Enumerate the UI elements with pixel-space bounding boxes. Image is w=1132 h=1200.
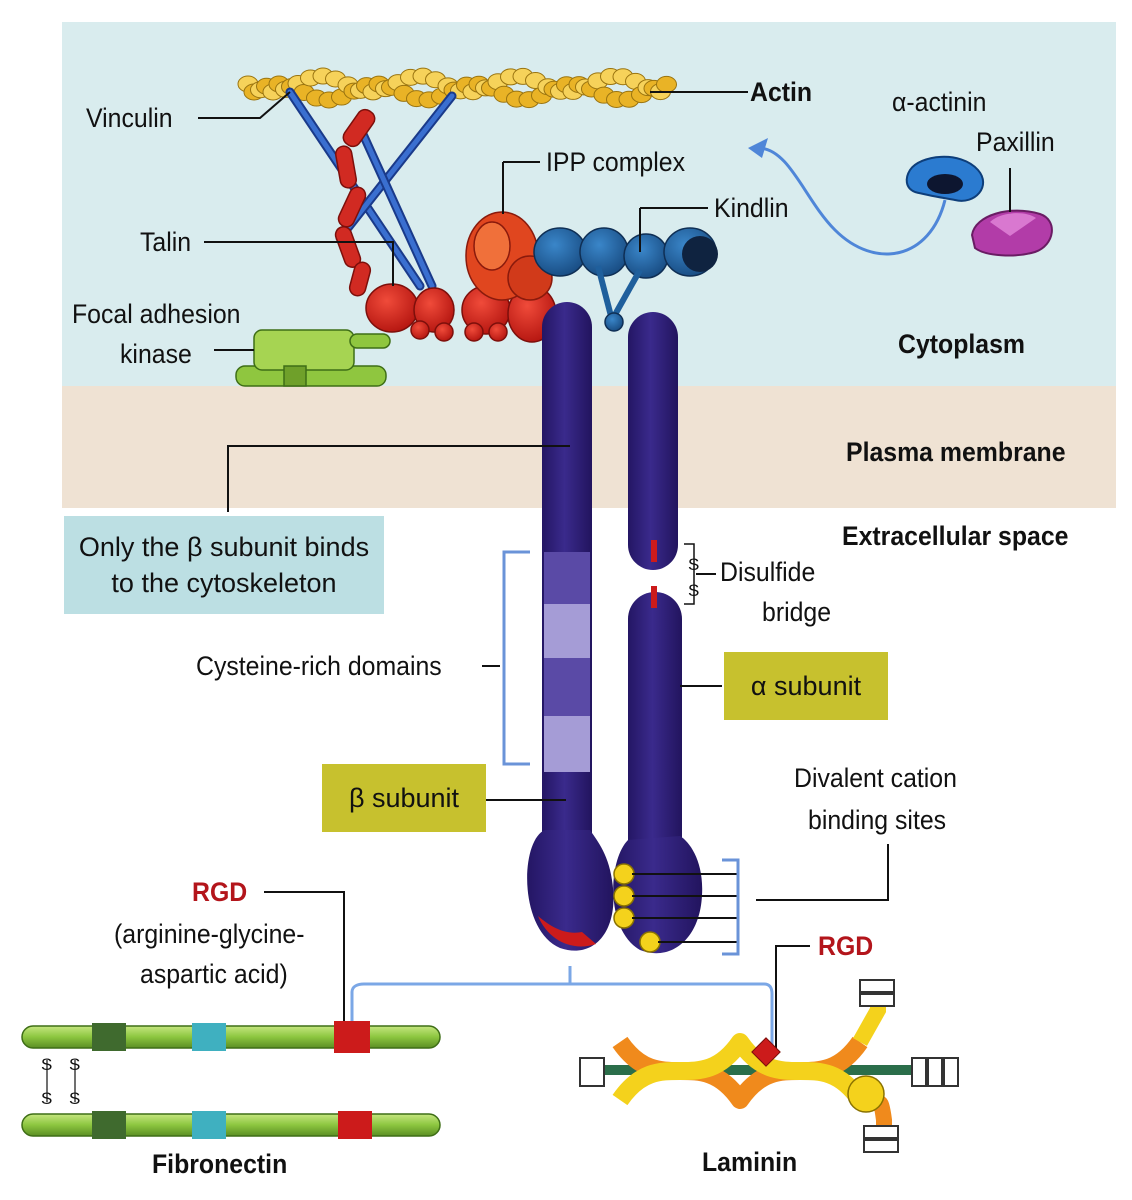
recruitment-arrow <box>759 146 947 256</box>
alpha-actinin-shape <box>905 155 985 202</box>
beta-note-line2: to the cytoskeleton <box>111 568 337 598</box>
alpha-subunit-box: α subunit <box>724 652 888 720</box>
cation-site-lines <box>632 873 738 943</box>
disulfide-label-line2: bridge <box>762 597 832 627</box>
fn-ss-2b: S <box>69 1089 81 1108</box>
beta-subunit-box: β subunit <box>322 764 486 832</box>
recruitment-arrowhead <box>748 138 768 158</box>
paxillin-label: Paxillin <box>976 127 1055 157</box>
beta-subunit-label: β subunit <box>348 782 460 813</box>
divalent-label-line2: binding sites <box>808 805 947 835</box>
fn-ss-2a: S <box>69 1055 81 1074</box>
fn-ss-1b: S <box>41 1089 53 1108</box>
disulfide-connector <box>684 543 695 605</box>
rgd-desc-line2: aspartic acid) <box>140 959 288 989</box>
cytoplasm-label: Cytoplasm <box>898 329 1026 359</box>
cysteine-label: Cysteine-rich domains <box>196 651 442 681</box>
actin-label: Actin <box>750 77 813 107</box>
talin-label: Talin <box>140 227 192 257</box>
divalent-label-line1: Divalent cation <box>794 763 957 793</box>
cysteine-bracket <box>502 550 530 766</box>
kindlin-label: Kindlin <box>714 193 789 223</box>
rgd-desc-line1: (arginine-glycine- <box>114 919 305 949</box>
plasma-membrane-label: Plasma membrane <box>846 437 1066 467</box>
extracellular-space-label: Extracellular space <box>842 521 1069 551</box>
fak-label-line2: kinase <box>120 339 192 369</box>
cysteine-rich-bands <box>544 552 590 772</box>
fibronectin <box>21 1021 441 1139</box>
cation-bracket <box>722 858 740 956</box>
laminin-label: Laminin <box>702 1147 798 1177</box>
actin-monomer <box>656 75 677 93</box>
ipp-complex-label: IPP complex <box>546 147 685 177</box>
vinculin-rods <box>285 87 457 291</box>
focal-adhesion-kinase <box>235 329 391 387</box>
alpha-actinin-label: α-actinin <box>892 87 987 117</box>
talin-chain <box>334 108 376 297</box>
ligand-connector <box>350 966 774 1048</box>
leader-lines <box>198 91 1011 1052</box>
laminin <box>579 979 959 1153</box>
fibronectin-label: Fibronectin <box>152 1149 288 1179</box>
paxillin-shape <box>970 209 1053 257</box>
disulfide-s-top: S <box>688 555 700 574</box>
beta-note-line1: Only the β subunit binds <box>78 531 370 562</box>
alpha-subunit-label: α subunit <box>750 670 862 701</box>
rgd-left-label: RGD <box>192 877 248 907</box>
rgd-right-label: RGD <box>818 931 874 961</box>
fn-ss-1a: S <box>41 1055 53 1074</box>
vinculin-label: Vinculin <box>86 103 173 133</box>
cation-binding-sites <box>613 863 661 953</box>
fak-label-line1: Focal adhesion <box>72 299 241 329</box>
disulfide-label-line1: Disulfide <box>720 557 816 587</box>
alpha-subunit <box>613 312 703 954</box>
beta-cytoskeleton-note: Only the β subunit binds to the cytoskel… <box>64 516 384 614</box>
disulfide-s-bottom: S <box>688 581 700 600</box>
kindlin-dark-end <box>682 236 718 272</box>
actin-filament <box>237 67 677 109</box>
